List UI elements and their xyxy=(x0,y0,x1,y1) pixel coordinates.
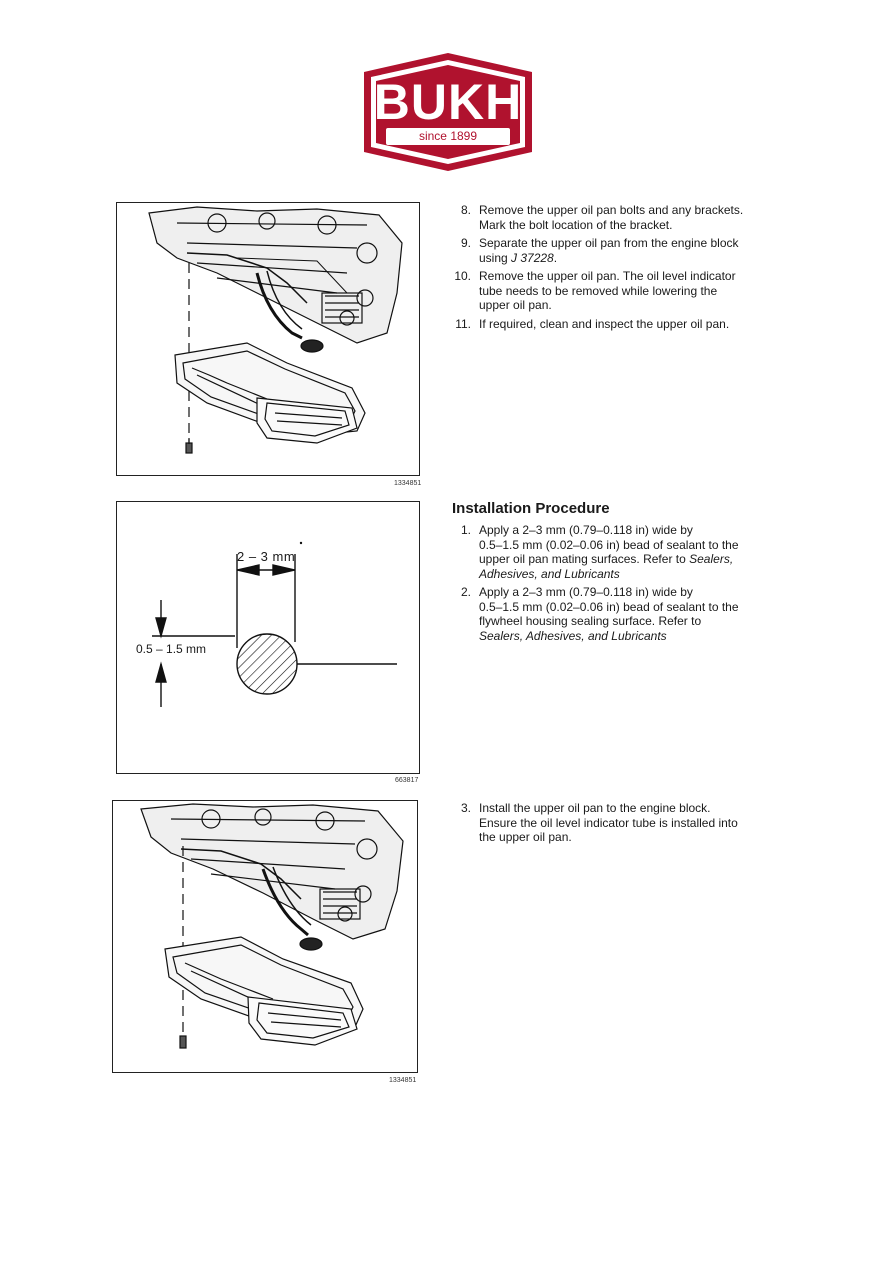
sealant-bead-diagram xyxy=(152,541,397,707)
step-text: Remove the upper oil pan. The oil level … xyxy=(479,269,736,283)
step-text: Remove the upper oil pan bolts and any b… xyxy=(479,203,744,217)
installation-step-1: 1. Apply a 2–3 mm (0.79–0.118 in) wide b… xyxy=(450,523,780,581)
installation-steps-list: 1. Apply a 2–3 mm (0.79–0.118 in) wide b… xyxy=(450,523,780,647)
reference-link-text: Sealers, xyxy=(689,552,734,566)
figure-oil-pan-removal xyxy=(116,202,420,476)
step-number: 10. xyxy=(454,269,471,283)
brand-logo: BUKH since 1899 xyxy=(356,50,540,174)
figure-oil-pan-installation xyxy=(112,800,418,1073)
step-number: 1. xyxy=(460,523,471,537)
installation-step-2: 2. Apply a 2–3 mm (0.79–0.118 in) wide b… xyxy=(450,585,780,643)
step-number: 3. xyxy=(460,801,471,815)
step-text: Install the upper oil pan to the engine … xyxy=(479,801,711,815)
installation-steps-list-continued: 3. Install the upper oil pan to the engi… xyxy=(450,801,780,849)
engine-oil-pan-illustration xyxy=(140,803,404,1049)
step-text: using xyxy=(479,250,512,265)
removal-step-10: 10. Remove the upper oil pan. The oil le… xyxy=(450,269,780,313)
engine-oil-pan-illustration xyxy=(148,206,403,454)
dimension-width-label: 2 – 3 mm xyxy=(237,549,296,564)
removal-steps-list: 8. Remove the upper oil pan bolts and an… xyxy=(450,203,780,335)
step-text: the upper oil pan. xyxy=(479,830,572,844)
tool-reference: J 37228 xyxy=(511,250,554,265)
removal-step-9: 9. Separate the upper oil pan from the e… xyxy=(450,236,780,265)
reference-link-text: Sealers, Adhesives, and Lubricants xyxy=(479,628,667,643)
dimension-height-label: 0.5 – 1.5 mm xyxy=(136,642,207,656)
step-text: Ensure the oil level indicator tube is i… xyxy=(479,815,738,830)
step-text: Mark the bolt location of the bracket. xyxy=(479,217,673,232)
step-text: If required, clean and inspect the upper… xyxy=(479,316,730,331)
figure-1-id: 1334851 xyxy=(394,480,422,487)
step-number: 2. xyxy=(460,585,471,599)
figure-3-id: 1334851 xyxy=(389,1077,417,1084)
step-text: Apply a 2–3 mm (0.79–0.118 in) wide by xyxy=(479,585,693,599)
installation-step-3: 3. Install the upper oil pan to the engi… xyxy=(450,801,780,845)
figure-2-id: 663817 xyxy=(395,777,419,784)
step-text: upper oil pan. xyxy=(479,298,552,312)
reference-link-text: Adhesives, and Lubricants xyxy=(479,566,620,581)
step-text: 0.5–1.5 mm (0.02–0.06 in) bead of sealan… xyxy=(479,537,739,552)
removal-step-8: 8. Remove the upper oil pan bolts and an… xyxy=(450,203,780,232)
installation-heading: Installation Procedure xyxy=(452,500,610,517)
step-text: tube needs to be removed while lowering … xyxy=(479,283,718,298)
logo-brand-text: BUKH xyxy=(373,74,523,130)
step-number: 8. xyxy=(460,203,471,217)
removal-step-11: 11. If required, clean and inspect the u… xyxy=(450,317,780,332)
figure-sealant-bead: 2 – 3 mm 0.5 – 1.5 mm xyxy=(116,501,420,774)
step-text: flywheel housing sealing surface. Refer … xyxy=(479,614,702,628)
step-text: upper oil pan mating surfaces. Refer to xyxy=(479,552,690,566)
step-text: Apply a 2–3 mm (0.79–0.118 in) wide by xyxy=(479,523,693,537)
step-number: 11. xyxy=(455,316,471,331)
logo-tagline: since 1899 xyxy=(418,129,478,143)
step-number: 9. xyxy=(460,236,471,250)
step-text: Separate the upper oil pan from the engi… xyxy=(479,236,739,250)
step-text: . xyxy=(553,250,558,265)
step-text: 0.5–1.5 mm (0.02–0.06 in) bead of sealan… xyxy=(479,599,739,614)
